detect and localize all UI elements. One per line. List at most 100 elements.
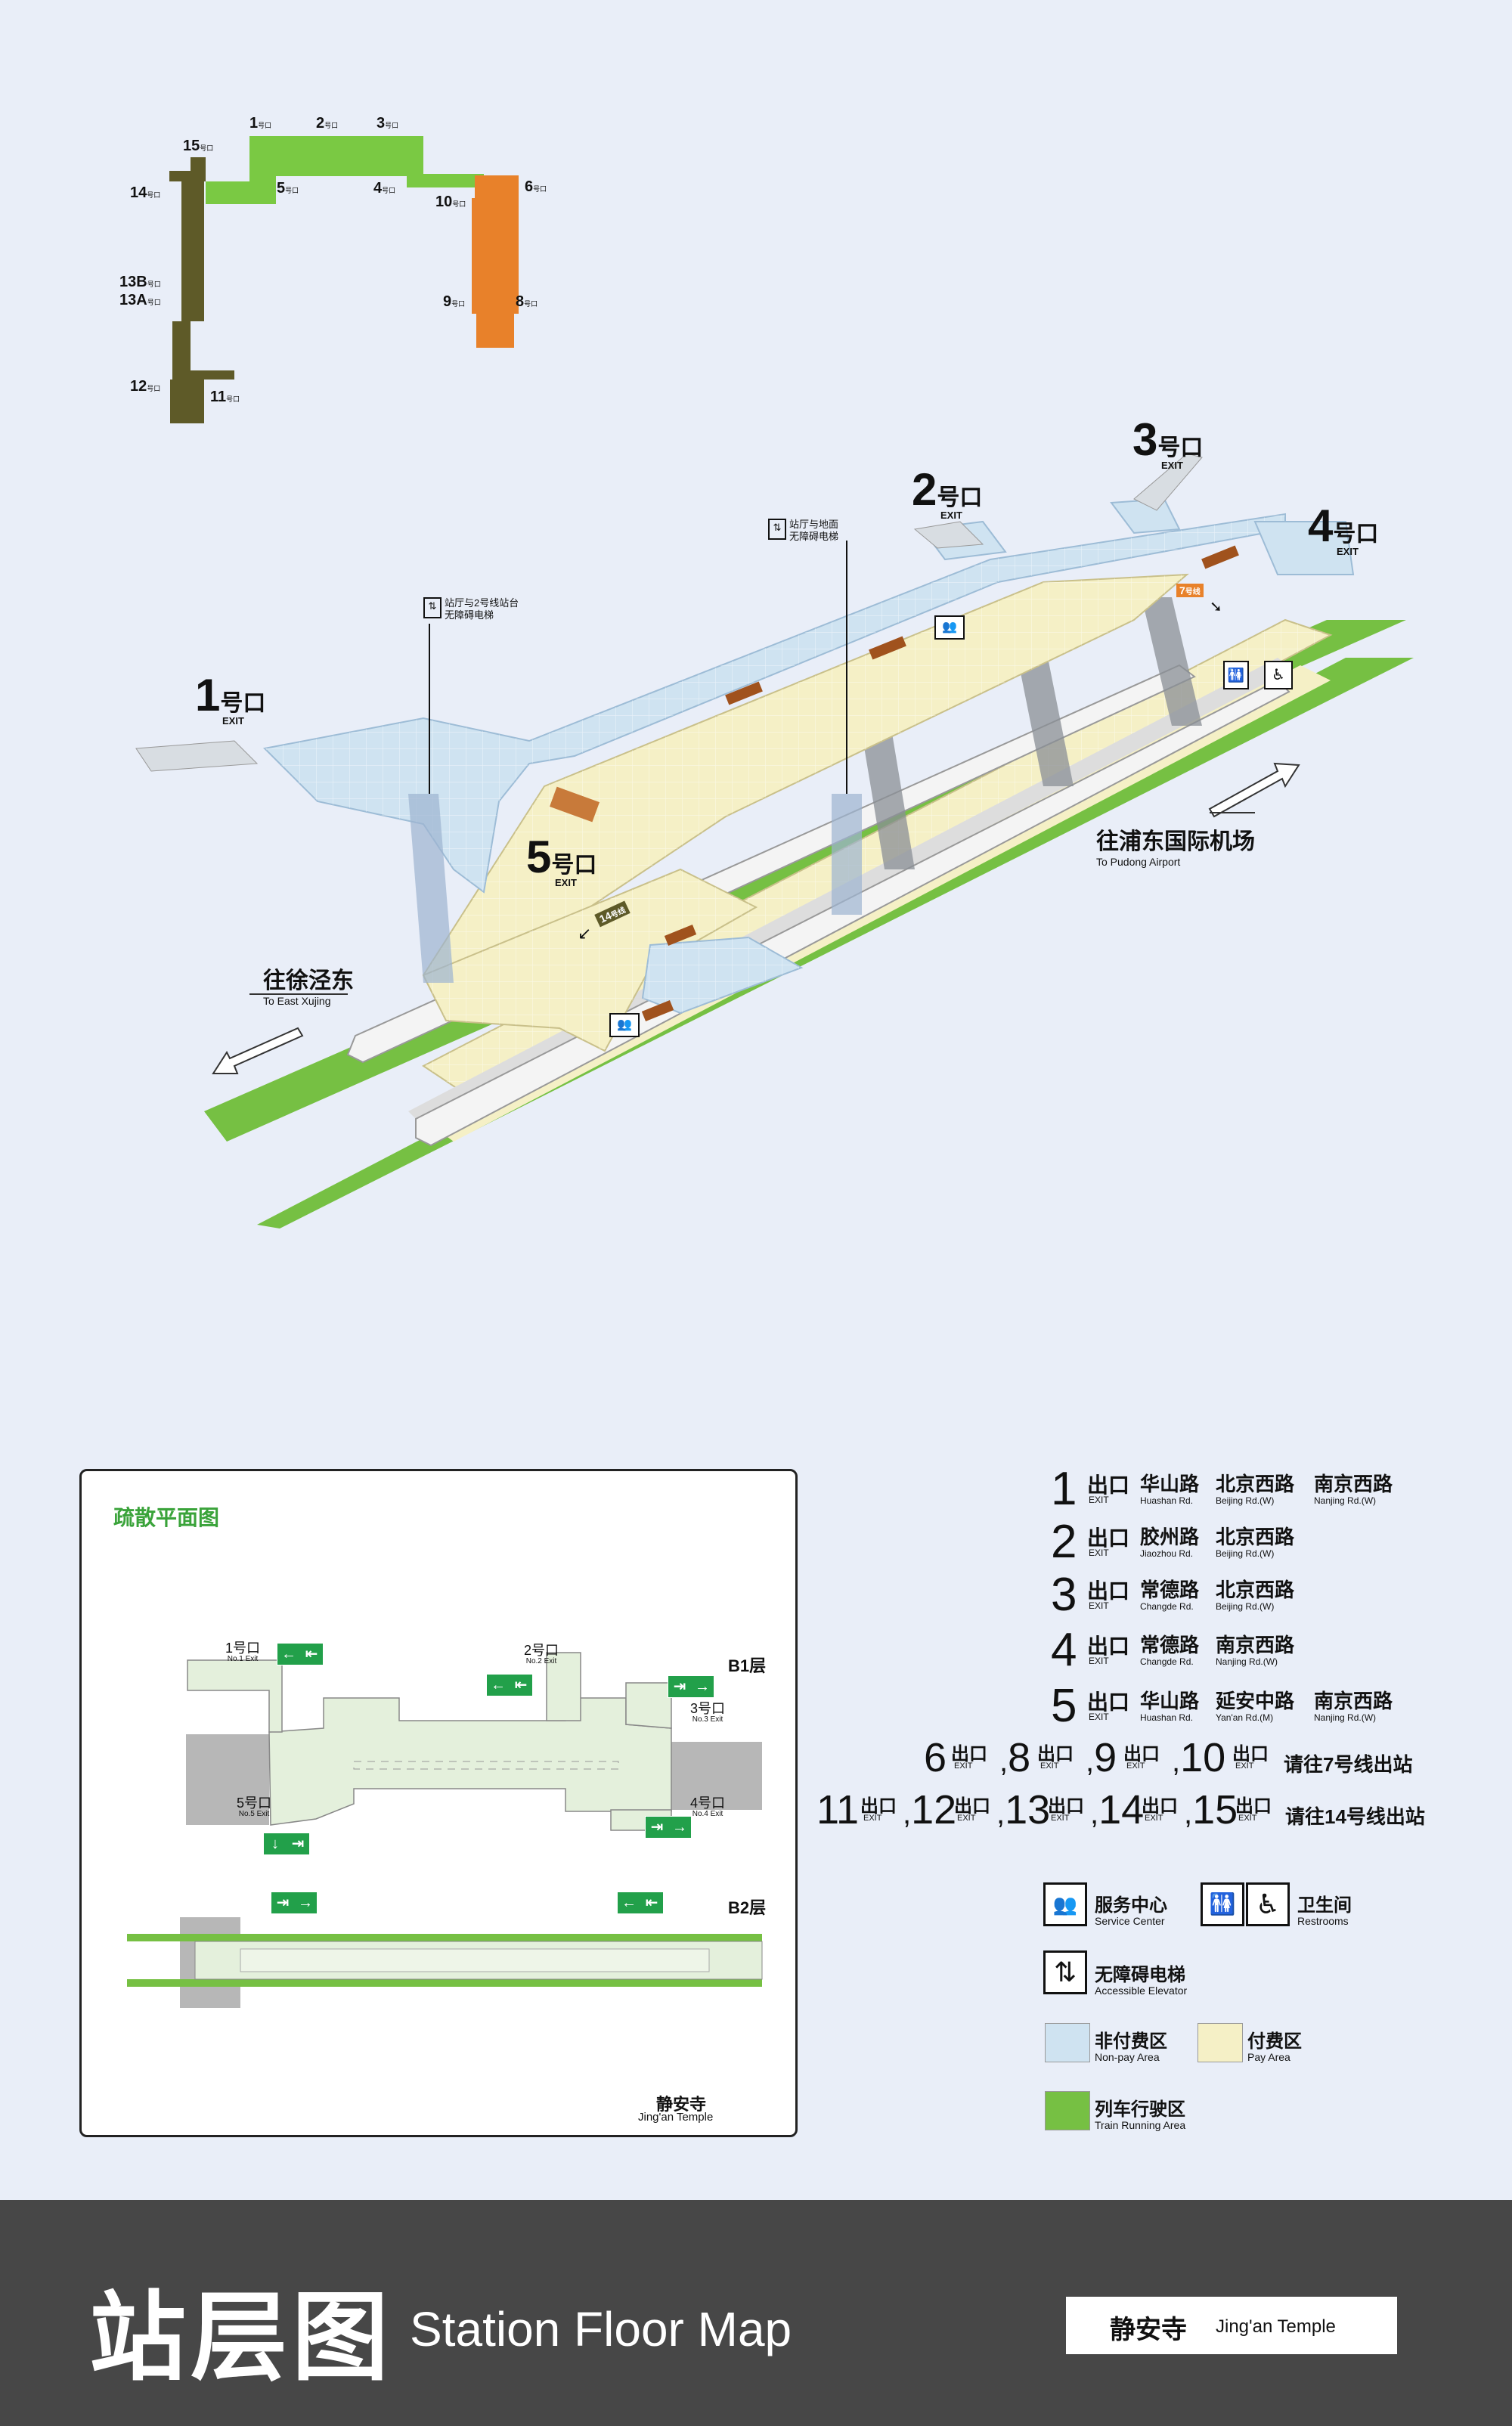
mini-exit-3: 3号口 bbox=[376, 115, 399, 132]
evacuation-title: 疏散平面图 bbox=[113, 1506, 220, 1529]
ticket-machine bbox=[550, 786, 600, 823]
banner-title-zh: 站层图 bbox=[89, 2284, 394, 2392]
line7-shape bbox=[472, 175, 519, 348]
exit-sign-b2-left: ⇥→ bbox=[271, 1892, 318, 1914]
arrow-down-icon: ↓ bbox=[271, 1836, 279, 1852]
iso-exit-4: 4号口 EXIT bbox=[1308, 500, 1379, 558]
arrow-left-icon: ← bbox=[281, 1646, 296, 1662]
service-center-icon: 👥 bbox=[934, 615, 965, 640]
exit-sign-2: ←⇤ bbox=[486, 1674, 533, 1696]
mini-exit-2: 2号口 bbox=[316, 115, 339, 132]
train-area-swatch bbox=[1045, 2091, 1090, 2130]
restroom-icon: 🚻 bbox=[1223, 661, 1249, 689]
line2-shape bbox=[206, 136, 484, 204]
elevator-note-line2: ⇅站厅与2号线站台无障碍电梯 bbox=[423, 597, 519, 621]
nonpay-corridor-exit4 bbox=[1253, 521, 1355, 575]
exit-row-line7: 6 出口 EXIT ,8 出口 EXIT ,9 出口 EXIT ,10 出口 E… bbox=[924, 1735, 1413, 1780]
arrow-line14-icon: ↙ bbox=[578, 924, 592, 943]
iso-exit-3: 3号口 EXIT bbox=[1132, 414, 1204, 472]
exit-row-line14: 11 出口 EXIT ,12 出口 EXIT ,13 出口 EXIT ,14 出… bbox=[816, 1787, 1425, 1833]
mini-exit-4: 4号口 bbox=[373, 180, 396, 197]
escalator-exit3 bbox=[1133, 453, 1203, 511]
iso-exit-5: 5号口 EXIT bbox=[526, 832, 597, 889]
mini-exit-10: 10号口 bbox=[435, 194, 466, 210]
running-man-icon: ⇥ bbox=[291, 1836, 305, 1852]
banner-station-zh: 静安寺 bbox=[1110, 2316, 1187, 2344]
b1-exit2-passage bbox=[546, 1652, 581, 1721]
banner-station-box: 静安寺 Jing'an Temple bbox=[1066, 2297, 1397, 2354]
pay-swatch bbox=[1198, 2023, 1243, 2062]
exit-sign-1: ←⇤ bbox=[277, 1643, 324, 1665]
b1-gray-left bbox=[186, 1734, 269, 1825]
elevator-icon: ⇅ bbox=[1043, 1950, 1087, 1994]
direction-xujing: 往徐泾东 To East Xujing bbox=[263, 968, 354, 1007]
exit-sign-4: ⇥→ bbox=[645, 1816, 692, 1839]
mini-exit-9: 9号口 bbox=[443, 293, 466, 310]
exit-sign-b2-right: ←⇤ bbox=[617, 1892, 664, 1914]
nonpay-swatch bbox=[1045, 2023, 1090, 2062]
evac-station-en: Jing'an Temple bbox=[638, 2111, 714, 2124]
arrow-left-icon: ← bbox=[621, 1895, 637, 1911]
evac-station-zh: 静安寺 bbox=[656, 2095, 707, 2114]
b1-gray-right bbox=[671, 1742, 762, 1810]
arrow-left-icon: ← bbox=[491, 1677, 506, 1693]
running-man-icon: ⇥ bbox=[276, 1895, 290, 1911]
mini-exit-5: 5号口 bbox=[277, 180, 299, 197]
iso-exit-1: 1号口 EXIT bbox=[195, 670, 266, 727]
mini-exit-11: 11号口 bbox=[210, 389, 240, 405]
b2-platform-center bbox=[240, 1948, 710, 1972]
exit-sign-5: ↓⇥ bbox=[263, 1833, 310, 1855]
mini-exit-13a: 13A号口 bbox=[119, 292, 161, 308]
wheelchair-icon: ♿ bbox=[1264, 661, 1293, 689]
escalator-exit2 bbox=[913, 521, 984, 549]
arrow-right-icon: → bbox=[298, 1895, 313, 1911]
running-man-icon: ⇥ bbox=[650, 1819, 664, 1836]
mini-exit-6: 6号口 bbox=[525, 178, 547, 195]
restroom-icon: 🚻 bbox=[1201, 1882, 1244, 1926]
elevator-note-ground: ⇅站厅与地面无障碍电梯 bbox=[768, 519, 838, 543]
arrow-line7-icon: ➘ bbox=[1210, 599, 1222, 615]
arrow-right-icon: → bbox=[672, 1819, 687, 1836]
running-man-icon: ⇤ bbox=[305, 1646, 318, 1662]
floor-b2-label: B2层 bbox=[728, 1898, 767, 1917]
running-man-icon: ⇤ bbox=[514, 1677, 528, 1693]
banner-station-en: Jing'an Temple bbox=[1216, 2316, 1336, 2337]
line14-shape bbox=[169, 157, 234, 423]
floor-b1-label: B1层 bbox=[728, 1656, 767, 1675]
pillar-3 bbox=[1142, 597, 1202, 726]
fare-gates bbox=[641, 545, 1239, 1021]
iso-exit-2: 2号口 EXIT bbox=[912, 464, 983, 522]
elevator-shaft-1 bbox=[408, 794, 454, 983]
mini-exit-1: 1号口 bbox=[249, 115, 272, 132]
running-man-icon: ⇥ bbox=[673, 1678, 686, 1695]
escalator-exit1 bbox=[135, 740, 259, 772]
isometric-station bbox=[135, 453, 1414, 1228]
direction-pudong: 往浦东国际机场 To Pudong Airport bbox=[1096, 829, 1255, 868]
b2-track-bottom bbox=[127, 1979, 762, 1987]
b1-exit3-passage bbox=[625, 1682, 672, 1729]
elevator-shaft-2 bbox=[832, 794, 862, 915]
mini-exit-14: 14号口 bbox=[130, 184, 161, 201]
b1-exit1-passage bbox=[187, 1659, 283, 1733]
transfer-line7-sign: 7号线 bbox=[1176, 584, 1204, 597]
running-man-icon: ⇤ bbox=[645, 1895, 658, 1911]
wheelchair-icon: ♿ bbox=[1246, 1882, 1290, 1926]
b2-track-top bbox=[127, 1934, 762, 1941]
banner-title-en: Station Floor Map bbox=[410, 2302, 792, 2356]
service-center-icon: 👥 bbox=[1043, 1882, 1087, 1926]
mini-exit-12: 12号口 bbox=[130, 378, 161, 395]
